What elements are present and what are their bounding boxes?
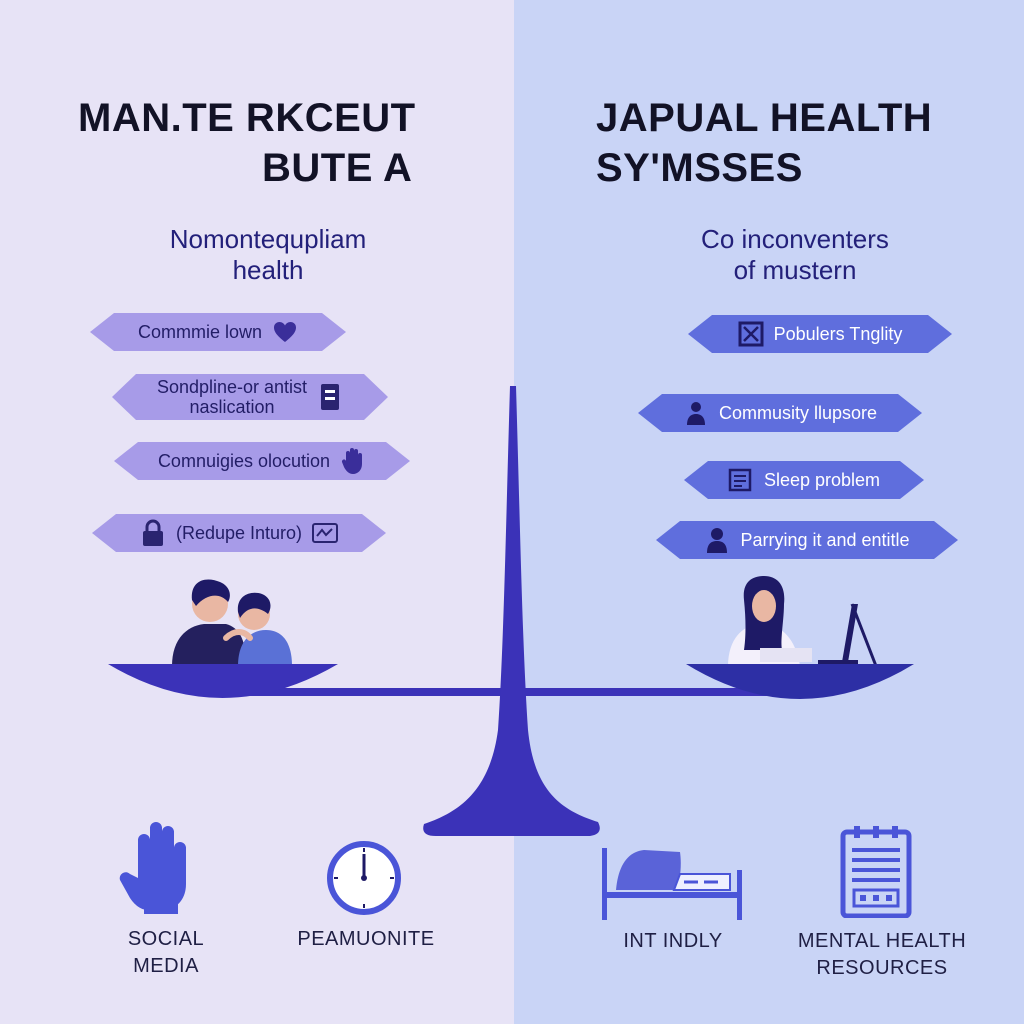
scale-pillar	[423, 386, 600, 836]
bottom-label-3: INT INDLY	[608, 928, 738, 955]
bottom-label-1-line1: SOCIAL	[127, 928, 205, 950]
left-subtitle-line2: health	[232, 255, 304, 285]
left-scale-pan	[108, 664, 338, 698]
left-subtitle: Nomontequpliam health	[128, 224, 408, 286]
left-tag-2: Sondpline-or antist naslication	[112, 374, 388, 420]
left-panel	[0, 0, 514, 1024]
bottom-label-1-line2: MEDIA	[133, 955, 199, 977]
left-subtitle-line1: Nomontequpliam	[169, 224, 367, 254]
bottom-label-social-media: SOCIAL MEDIA	[116, 926, 216, 980]
left-title-line2: BUTE A	[262, 146, 413, 190]
left-tag-2-line1: Sondpline-or antist	[156, 377, 308, 397]
right-title-line1: JAPUAL HEALTH	[596, 96, 933, 140]
right-tag-3: Sleep problem	[684, 461, 924, 499]
bottom-label-4-line2: RESOURCES	[816, 957, 948, 979]
scale-beam	[220, 688, 780, 696]
left-tag-4-label: (Redupe Inturo)	[175, 523, 303, 543]
left-tag-1-label: Commmie lown	[137, 322, 263, 342]
bottom-label-4-line1: MENTAL HEALTH	[797, 930, 967, 952]
right-tag-2: Commusity llupsore	[638, 394, 922, 432]
bed-icon	[602, 848, 742, 920]
bottom-label-2: PEAMUONITE	[290, 926, 442, 953]
left-title-line1: MAN.TE RKCEUT	[78, 96, 416, 140]
hand-icon	[119, 822, 186, 914]
right-subtitle: Co inconventers of mustern	[660, 224, 930, 286]
right-panel	[514, 0, 1024, 1024]
couple-illustration	[172, 579, 292, 666]
right-title-line2: SY'MSSES	[596, 146, 803, 190]
lock-icon	[140, 520, 166, 546]
bottom-label-mental-health: MENTAL HEALTH RESOURCES	[782, 928, 982, 982]
left-tag-3: Comnuigies olocution	[114, 442, 410, 480]
hand-icon	[340, 448, 366, 474]
right-subtitle-line1: Co inconventers	[701, 224, 889, 254]
left-tag-1: Commmie lown	[90, 313, 346, 351]
person-icon	[704, 527, 730, 553]
heart-icon	[272, 319, 298, 345]
left-tag-4: (Redupe Inturo)	[92, 514, 386, 552]
notepad-icon	[728, 467, 754, 493]
right-subtitle-line2: of mustern	[733, 255, 857, 285]
woman-laptop-illustration	[728, 576, 878, 667]
clipboard-icon	[840, 826, 912, 918]
document-icon	[317, 384, 343, 410]
right-tag-4: Parrying it and entitle	[656, 521, 958, 559]
left-tag-2-text: Sondpline-or antist naslication	[157, 377, 307, 417]
right-scale-pan	[686, 664, 914, 699]
left-tag-2-line2: naslication	[189, 397, 275, 417]
clock-icon	[327, 841, 401, 915]
right-tag-1-label: Pobulers Tnglity	[773, 324, 903, 344]
right-tag-1: Pobulers Tnglity	[688, 315, 952, 353]
chart-icon	[312, 520, 338, 546]
right-tag-2-label: Commusity llupsore	[718, 403, 878, 423]
left-tag-3-label: Comnuigies olocution	[157, 451, 331, 471]
right-tag-4-label: Parrying it and entitle	[740, 530, 910, 550]
bottom-label-2-line1: PEAMUONITE	[297, 928, 435, 950]
checkbox-icon	[738, 321, 764, 347]
bottom-label-3-line1: INT INDLY	[623, 930, 723, 952]
person-icon	[683, 400, 709, 426]
right-tag-3-label: Sleep problem	[763, 470, 881, 490]
